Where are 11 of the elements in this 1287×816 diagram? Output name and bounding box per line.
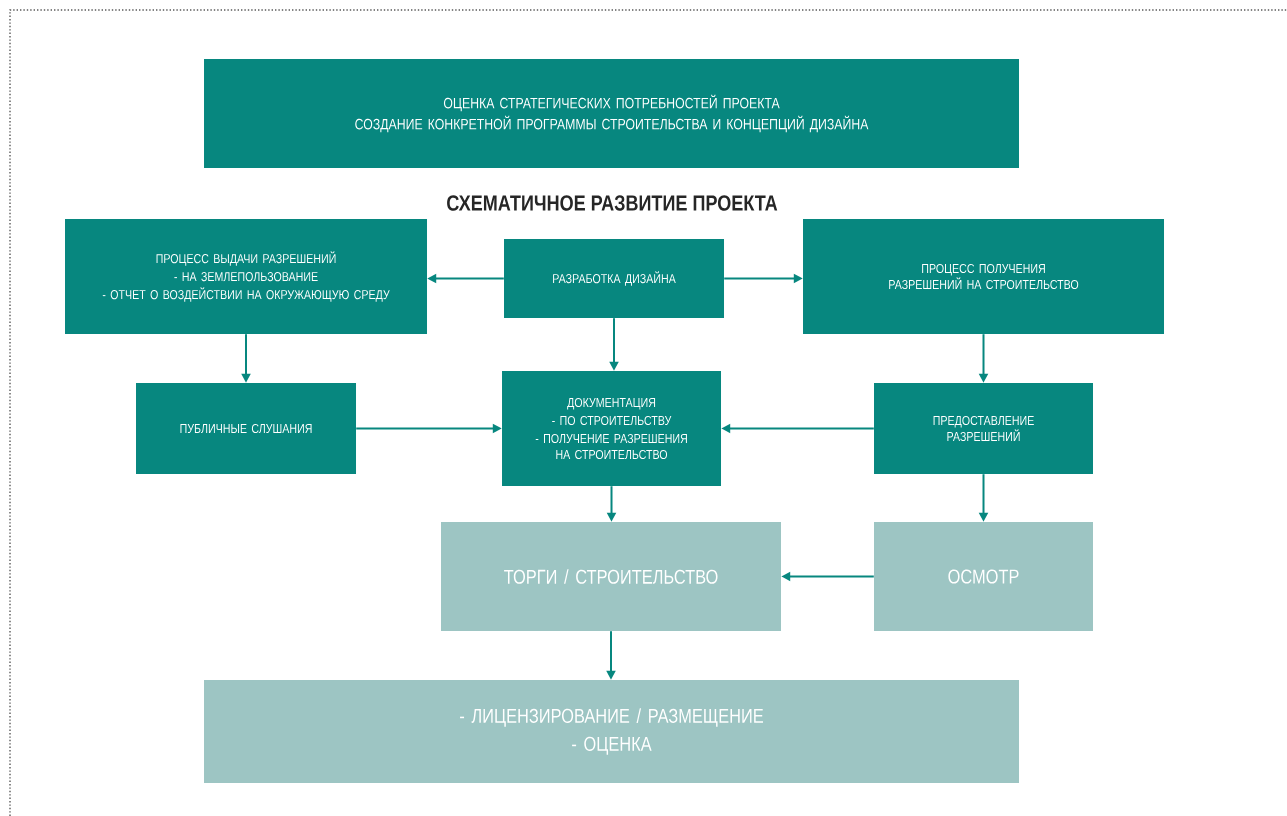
- stage-box: ТОРГИ / СТРОИТЕЛЬСТВО: [441, 522, 781, 631]
- process-box: ОЦЕНКА СТРАТЕГИЧЕСКИХ ПОТРЕБНОСТЕЙ ПРОЕКТА СОЗДАНИЕ КОНКРЕТНОЙ ПРОГРАММЫ СТРОИТЕЛЬСТВА И КОНЦЕПЦИЙ ДИЗАЙНА: [204, 59, 1019, 168]
- process-box: ПРЕДОСТАВЛЕНИЕ РАЗРЕШЕНИЙ: [874, 383, 1093, 474]
- process-box: РАЗРАБОТКА ДИЗАЙНА: [504, 239, 724, 318]
- diagram-title: СХЕМАТИЧНОЕ РАЗВИТИЕ ПРОЕКТА: [447, 195, 778, 211]
- process-box: ПУБЛИЧНЫЕ СЛУШАНИЯ: [136, 383, 356, 474]
- process-box: ДОКУМЕНТАЦИЯ - ПО СТРОИТЕЛЬСТВУ - ПОЛУЧЕНИЕ РАЗРЕШЕНИЯ НА СТРОИТЕЛЬСТВО: [502, 371, 721, 486]
- stage-box: - ЛИЦЕНЗИРОВАНИЕ / РАЗМЕЩЕНИЕ - ОЦЕНКА: [204, 680, 1019, 783]
- stage-box: ОСМОТР: [874, 522, 1093, 631]
- process-box: ПРОЦЕСС ПОЛУЧЕНИЯ РАЗРЕШЕНИЙ НА СТРОИТЕЛЬСТВО: [803, 219, 1164, 334]
- process-box: ПРОЦЕСС ВЫДАЧИ РАЗРЕШЕНИЙ - НА ЗЕМЛЕПОЛЬЗОВАНИЕ - ОТЧЕТ О ВОЗДЕЙСТВИИ НА ОКРУЖАЮЩУЮ СРЕДУ: [65, 219, 427, 334]
